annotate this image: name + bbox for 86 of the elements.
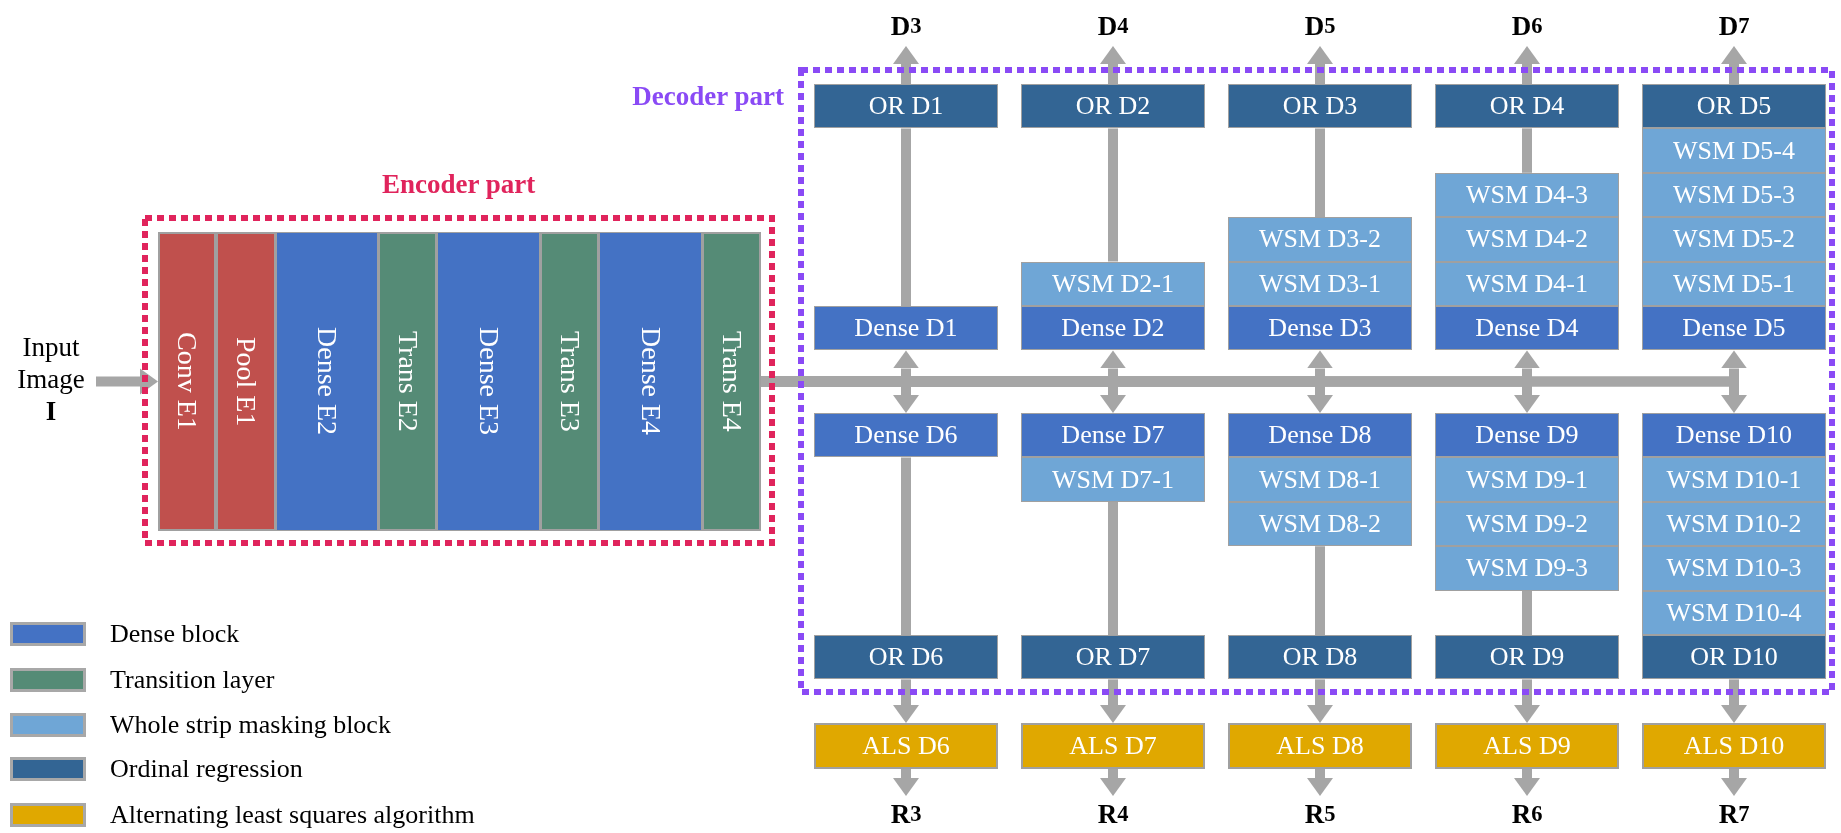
dense-block: Dense D6 xyxy=(814,413,998,458)
regression-block: OR D1 xyxy=(814,84,998,129)
regression-block: OR D2 xyxy=(1021,84,1205,129)
layer-block: Pool E1 xyxy=(216,232,276,531)
arrow xyxy=(1721,679,1747,723)
masking-block: WSM D10-4 xyxy=(1642,590,1826,635)
regression-block: OR D4 xyxy=(1435,84,1619,129)
connector-line xyxy=(1522,128,1532,173)
masking-block: WSM D9-2 xyxy=(1435,501,1619,547)
layer-block: Conv E1 xyxy=(158,232,216,531)
arrow xyxy=(1307,46,1333,84)
regression-block: OR D7 xyxy=(1021,635,1205,680)
legend-label: Dense block xyxy=(110,619,240,649)
masking-block: WSM D8-1 xyxy=(1228,457,1412,502)
connector-line xyxy=(901,457,911,635)
legend-label: Whole strip masking block xyxy=(110,710,391,740)
dense-block: Dense D1 xyxy=(814,306,998,351)
masking-block: WSM D5-1 xyxy=(1642,261,1826,306)
regression-block: OR D3 xyxy=(1228,84,1412,129)
group-title: Encoder part xyxy=(380,169,537,200)
arrow xyxy=(1100,679,1126,723)
als-block: ALS D6 xyxy=(814,723,998,769)
masking-block: WSM D7-1 xyxy=(1021,457,1205,502)
dense-block: Dense D4 xyxy=(1435,306,1619,351)
dense-block: Dense E3 xyxy=(437,232,540,531)
regression-block: OR D8 xyxy=(1228,635,1412,680)
legend-label: Alternating least squares algorithm xyxy=(110,800,475,830)
masking-block: WSM D5-4 xyxy=(1642,128,1826,173)
transition-block: Trans E2 xyxy=(378,232,437,531)
regression-block: OR D6 xyxy=(814,635,998,680)
arrow xyxy=(1100,769,1126,796)
dense-block: Dense D9 xyxy=(1435,413,1619,458)
masking-block: WSM D8-2 xyxy=(1228,501,1412,547)
als-block: ALS D7 xyxy=(1021,723,1205,769)
connector-line xyxy=(1315,128,1325,218)
connector-line xyxy=(901,128,911,306)
dense-block: Dense D10 xyxy=(1642,413,1826,458)
dense-block: Dense E4 xyxy=(599,232,702,531)
masking-block: WSM D9-3 xyxy=(1435,546,1619,591)
connector-line xyxy=(1522,590,1532,635)
dense-block: Dense D8 xyxy=(1228,413,1412,458)
masking-block: WSM D4-1 xyxy=(1435,261,1619,306)
masking-block: WSM D9-1 xyxy=(1435,457,1619,502)
masking-block: WSM D4-2 xyxy=(1435,217,1619,262)
masking-block: WSM D10-2 xyxy=(1642,501,1826,547)
input-label: Input Image xyxy=(16,331,86,395)
dense-block: Dense E2 xyxy=(276,232,378,531)
arrow xyxy=(1721,769,1747,796)
arrow xyxy=(1514,679,1540,723)
masking-block: WSM D3-1 xyxy=(1228,261,1412,306)
regression-block: OR D5 xyxy=(1642,84,1826,129)
dense-block: Dense D3 xyxy=(1228,306,1412,351)
arrow xyxy=(1100,46,1126,84)
regression-block: OR D9 xyxy=(1435,635,1619,680)
input-symbol: I xyxy=(45,395,57,427)
masking-block: WSM D5-2 xyxy=(1642,217,1826,262)
arrow xyxy=(1721,46,1747,84)
connector-line xyxy=(1108,501,1118,635)
legend-label: Transition layer xyxy=(110,665,275,695)
arrow xyxy=(1514,769,1540,796)
als-block: ALS D8 xyxy=(1228,723,1412,769)
transition-block: Trans E3 xyxy=(540,232,599,531)
arrow xyxy=(893,679,919,723)
masking-block: WSM D10-1 xyxy=(1642,457,1826,502)
connector-line xyxy=(1108,128,1118,262)
arrow xyxy=(893,769,919,796)
dense-block: Dense D7 xyxy=(1021,413,1205,458)
als-block: ALS D9 xyxy=(1435,723,1619,769)
arrow xyxy=(96,368,158,395)
connector-line xyxy=(1315,546,1325,635)
arrow xyxy=(893,46,919,84)
dense-block: Dense D5 xyxy=(1642,306,1826,351)
masking-block: WSM D3-2 xyxy=(1228,217,1412,262)
masking-block: WSM D2-1 xyxy=(1021,261,1205,306)
masking-block: WSM D5-3 xyxy=(1642,172,1826,218)
arrow xyxy=(1307,679,1333,723)
als-block: ALS D10 xyxy=(1642,723,1826,769)
group-title: Decoder part xyxy=(632,81,784,112)
legend-label: Ordinal regression xyxy=(110,754,303,784)
masking-block: WSM D10-3 xyxy=(1642,546,1826,591)
masking-block: WSM D4-3 xyxy=(1435,172,1619,218)
transition-block: Trans E4 xyxy=(702,232,761,531)
regression-block: OR D10 xyxy=(1642,635,1826,680)
dense-block: Dense D2 xyxy=(1021,306,1205,351)
arrow xyxy=(1307,769,1333,796)
arrow xyxy=(1514,46,1540,84)
